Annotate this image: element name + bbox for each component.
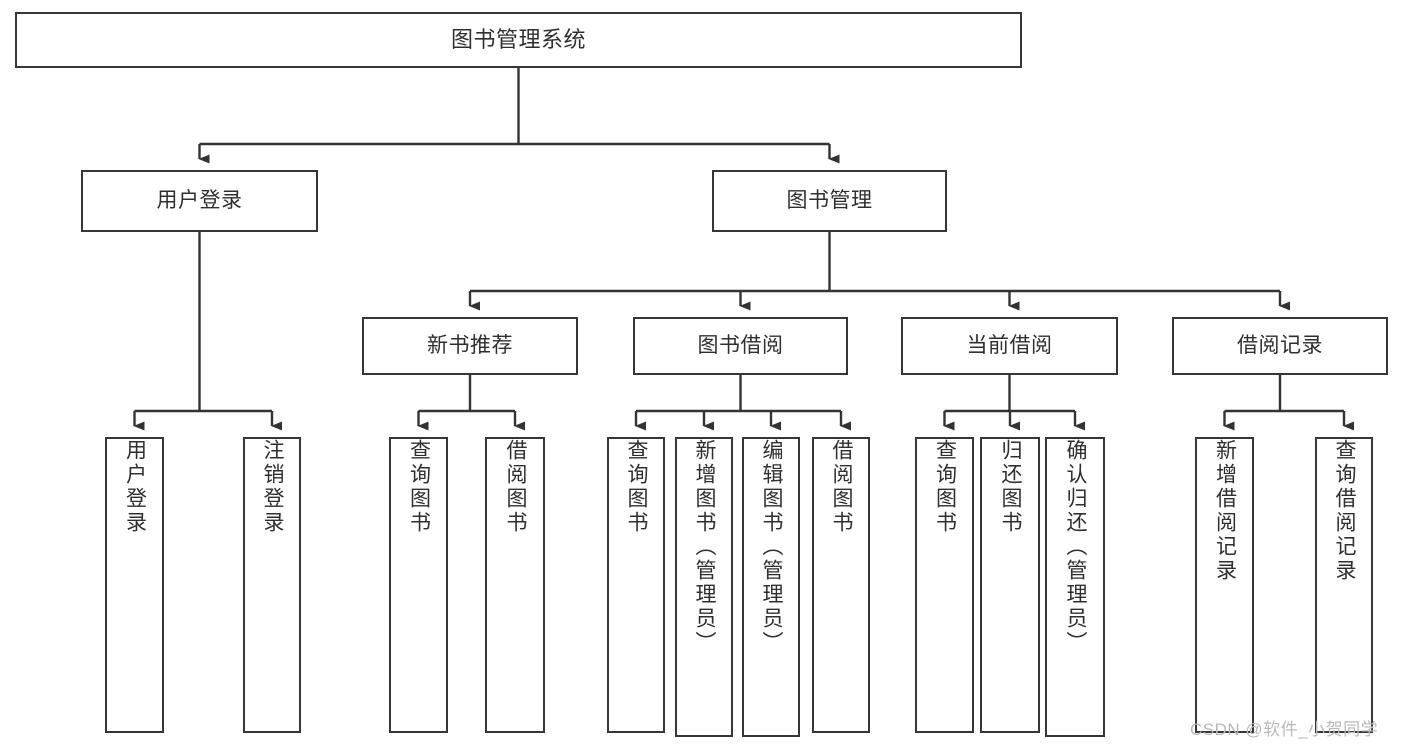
node-label: 用户登录 [156, 188, 243, 212]
node-label: 新增借阅记录 [1213, 439, 1237, 583]
leaf-user-login[interactable]: 用户登录 [105, 437, 164, 733]
node-new-book-recommendation[interactable]: 新书推荐 [362, 317, 578, 375]
node-label: 编辑图书（管理员） [760, 439, 784, 655]
node-root-book-management-system[interactable]: 图书管理系统 [15, 12, 1022, 68]
node-label: 新增图书（管理员） [693, 439, 717, 655]
leaf-borrow-book-recommendation[interactable]: 借阅图书 [485, 437, 545, 733]
node-label: 借阅图书 [830, 439, 854, 535]
leaf-borrow-book-borrowing[interactable]: 借阅图书 [812, 437, 870, 733]
leaf-return-book[interactable]: 归还图书 [980, 437, 1040, 733]
node-label: 新书推荐 [427, 333, 513, 357]
node-label: 图书管理 [786, 188, 873, 212]
node-label: 查询图书 [407, 439, 431, 535]
leaf-edit-book-admin[interactable]: 编辑图书（管理员） [742, 437, 800, 737]
leaf-query-book-current[interactable]: 查询图书 [915, 437, 974, 733]
node-user-login[interactable]: 用户登录 [81, 170, 318, 232]
leaf-user-logout[interactable]: 注销登录 [243, 437, 301, 733]
leaf-query-book-recommendation[interactable]: 查询图书 [389, 437, 448, 733]
node-label: 归还图书 [999, 439, 1023, 535]
node-label: 用户登录 [123, 439, 147, 535]
node-label: 确认归还（管理员） [1064, 439, 1088, 655]
node-book-management[interactable]: 图书管理 [712, 170, 947, 232]
watermark: CSDN @软件_小贺同学 [1190, 720, 1379, 739]
node-borrowing-record[interactable]: 借阅记录 [1172, 317, 1388, 375]
node-label: 借阅记录 [1237, 333, 1323, 357]
node-label: 查询借阅记录 [1333, 439, 1357, 583]
leaf-add-borrowing-record[interactable]: 新增借阅记录 [1195, 437, 1254, 733]
node-label: 查询图书 [625, 439, 649, 535]
node-label: 查询图书 [933, 439, 957, 535]
node-label: 当前借阅 [966, 333, 1053, 357]
leaf-query-book-borrowing[interactable]: 查询图书 [607, 437, 665, 733]
leaf-confirm-return-admin[interactable]: 确认归还（管理员） [1045, 437, 1105, 737]
node-label: 图书借阅 [697, 333, 784, 357]
leaf-query-borrowing-record[interactable]: 查询借阅记录 [1315, 437, 1373, 733]
leaf-add-book-admin[interactable]: 新增图书（管理员） [675, 437, 733, 737]
node-book-borrowing[interactable]: 图书借阅 [633, 317, 848, 375]
node-current-borrowing[interactable]: 当前借阅 [901, 317, 1118, 375]
node-label: 注销登录 [261, 439, 285, 535]
node-label: 图书管理系统 [450, 27, 586, 53]
node-label: 借阅图书 [504, 439, 528, 535]
